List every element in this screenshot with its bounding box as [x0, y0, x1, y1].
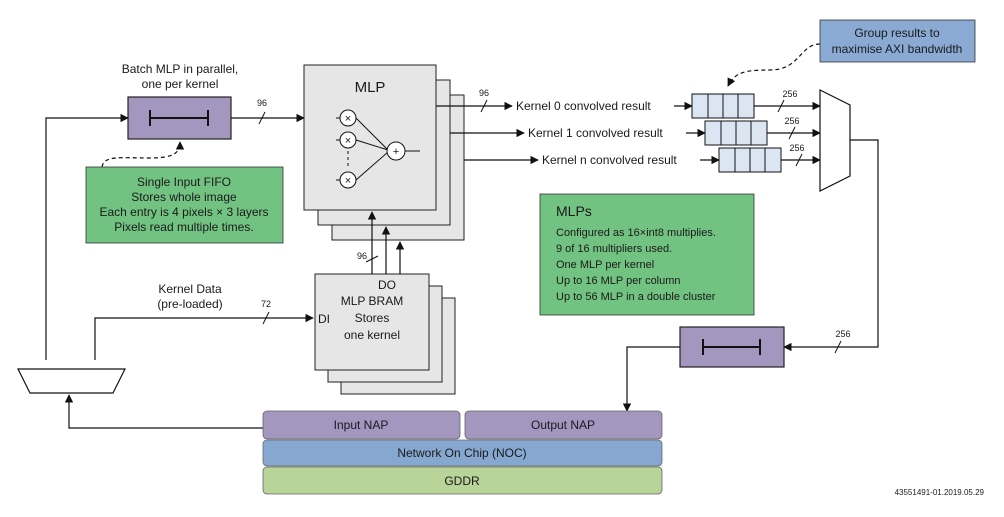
mult-symbol-1: × — [345, 135, 351, 147]
width-tick — [480, 99, 488, 113]
multiplier-icon-1 — [339, 131, 357, 149]
input-nap-to-mux — [64, 394, 263, 429]
output-nap-label: Output NAP — [531, 418, 595, 432]
result-fifo-1 — [704, 120, 768, 146]
multiplier-icon-0 — [339, 109, 357, 127]
input-nap-label: Input NAP — [334, 418, 389, 432]
result-fifo-n — [718, 147, 782, 173]
fifo-callout — [101, 141, 185, 168]
mlps-note-line2: 9 of 16 multipliers used. — [556, 243, 672, 255]
kernel-n-label: Kernel n convolved result — [542, 153, 677, 167]
kernel-data-line1: Kernel Data — [158, 282, 222, 296]
fifo-icon — [149, 110, 209, 126]
width-96-kernel0: 96 — [479, 88, 489, 98]
gddr-label: GDDR — [444, 474, 480, 488]
bram-do: DO — [378, 278, 396, 292]
bram-line1: MLP BRAM — [341, 294, 403, 308]
mlps-note-box — [539, 193, 755, 316]
width-256-1: 256 — [784, 116, 799, 126]
width-96-fifo: 96 — [257, 98, 267, 108]
gddr-box — [262, 466, 663, 495]
width-tick — [777, 99, 785, 113]
width-256-0: 256 — [782, 89, 797, 99]
mult-symbol-n: × — [345, 175, 351, 187]
width-72: 72 — [261, 299, 271, 309]
mlp-title: MLP — [355, 79, 386, 96]
batch-label-line2: one per kernel — [142, 77, 219, 91]
mult-symbol-0: × — [345, 113, 351, 125]
group-callout — [727, 43, 821, 87]
group-note-box — [819, 19, 976, 63]
kernel-data-line2: (pre-loaded) — [157, 297, 222, 311]
batch-label-line1: Batch MLP in parallel, — [122, 62, 239, 76]
kernel0-label: Kernel 0 convolved result — [516, 99, 651, 113]
fifo-note-line4: Pixels read multiple times. — [114, 220, 253, 234]
mlps-note-line4: Up to 16 MLP per column — [556, 275, 681, 287]
group-note-line1: Group results to — [854, 26, 940, 40]
result-fifo-0 — [691, 93, 755, 119]
bram-di: DI — [318, 312, 330, 326]
width-tick — [258, 111, 266, 125]
width-tick — [834, 340, 842, 354]
output-mux — [819, 89, 851, 192]
bram-line2: Stores — [355, 311, 390, 325]
adder-icon — [386, 141, 406, 161]
fifo-note-box — [85, 166, 284, 244]
bram-box — [314, 273, 430, 371]
mux-to-output-fifo — [783, 139, 879, 352]
kernel-data-line — [94, 313, 314, 360]
width-256-n: 256 — [789, 143, 804, 153]
noc-label: Network On Chip (NOC) — [397, 446, 526, 460]
input-mux — [17, 368, 126, 394]
mlp-box — [303, 64, 437, 211]
width-tick — [262, 311, 270, 325]
input-nap-box — [262, 410, 461, 440]
width-tick — [365, 255, 379, 263]
width-96-bram: 96 — [357, 251, 367, 261]
width-256-out: 256 — [835, 329, 850, 339]
width-tick — [795, 153, 803, 167]
noc-box — [262, 439, 663, 467]
add-symbol: + — [393, 146, 399, 158]
fifo-note-line2: Stores whole image — [131, 190, 237, 204]
output-nap-box — [464, 410, 663, 440]
mlps-note-line3: One MLP per kernel — [556, 259, 654, 271]
multiplier-icon-n — [339, 171, 357, 189]
group-note-line2: maximise AXI bandwidth — [832, 42, 963, 56]
mlp-circuit — [336, 109, 420, 189]
figure-id: 43551491-01.2019.05.29 — [895, 488, 985, 497]
width-tick — [788, 126, 796, 140]
output-fifo-to-nap — [622, 346, 680, 412]
fifo-note-line3: Each entry is 4 pixels × 3 layers — [99, 205, 268, 219]
kernel1-label: Kernel 1 convolved result — [528, 126, 663, 140]
bram-line3: one kernel — [344, 328, 400, 342]
fifo-icon — [702, 339, 761, 355]
fifo-note-line1: Single Input FIFO — [137, 175, 231, 189]
mux-to-fifo-line — [45, 113, 129, 360]
mlps-note-line5: Up to 56 MLP in a double cluster — [556, 291, 716, 303]
mlps-note-title: MLPs — [556, 203, 592, 219]
mlps-note-line1: Configured as 16×int8 multiplies. — [556, 227, 716, 239]
